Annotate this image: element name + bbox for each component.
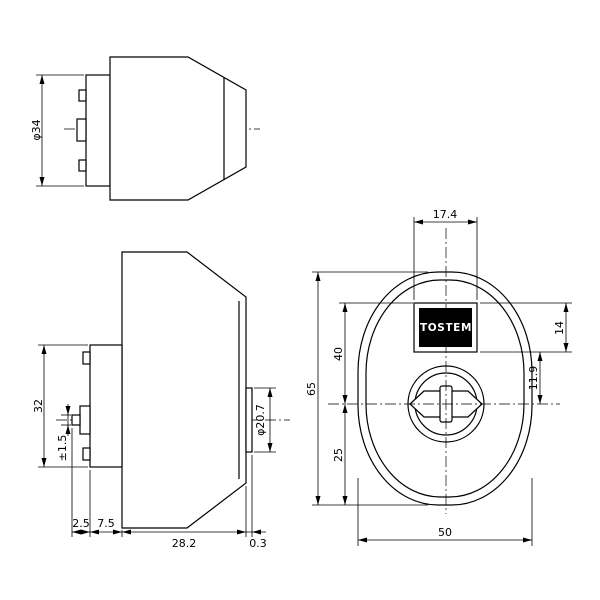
plate-tab [78, 159, 87, 172]
arrowhead [537, 395, 543, 404]
body-side-view: 32 ±1.5 2.5 7.5 28.2 0.3 φ20.7 [32, 251, 290, 550]
arrowhead [267, 388, 273, 397]
dim-label-play: ±1.5 [56, 435, 69, 462]
dim-label-stem-dia: φ20.7 [254, 404, 267, 436]
arrowhead [414, 219, 423, 225]
spindle-boss [76, 118, 87, 142]
arrowhead [72, 529, 81, 535]
spindle-tail [71, 414, 81, 426]
arrowhead [563, 303, 569, 312]
dim-label-height: 65 [305, 382, 318, 396]
arrowhead [358, 537, 367, 543]
dim-label-badge-width: 17.4 [433, 208, 458, 221]
dim-label-top-to-center: 40 [332, 347, 345, 361]
brand-badge-plate [419, 308, 472, 347]
arrowhead [523, 537, 532, 543]
plate-tab [82, 351, 91, 365]
dim-label-tip-gap: 0.3 [249, 537, 267, 550]
knob-outline [109, 56, 247, 201]
dim-label-knob-dia: φ34 [30, 119, 43, 140]
dim-label-badge-height: 14 [553, 321, 566, 335]
dim-label-center-to-bottom: 25 [332, 448, 345, 462]
cylinder-stem [245, 387, 253, 453]
dim-label-back-depth: 2.5 [72, 517, 90, 530]
arrowhead [315, 496, 321, 505]
arrowhead [342, 404, 348, 413]
arrowhead [237, 529, 246, 535]
arrowhead [90, 529, 99, 535]
spindle-boss [79, 405, 91, 435]
escutcheon-dome-outline [121, 251, 247, 529]
arrowhead [39, 75, 45, 84]
arrowhead [342, 395, 348, 404]
arrowhead [65, 406, 71, 415]
plate-tab [82, 447, 91, 461]
arrowhead [563, 343, 569, 352]
arrowhead [41, 345, 47, 354]
arrowhead [113, 529, 122, 535]
arrowhead [252, 529, 261, 535]
dim-label-width: 50 [438, 526, 452, 539]
mount-plate [89, 344, 123, 468]
arrowhead [81, 529, 90, 535]
arrowhead [537, 352, 543, 361]
knob-base-plate [85, 74, 111, 187]
arrowhead [122, 529, 131, 535]
front-view: TOSTEM 17.4 65 40 25 [305, 208, 572, 546]
dim-label-plate-height: 32 [32, 399, 45, 413]
plate-tab [78, 89, 87, 102]
arrowhead [39, 177, 45, 186]
dim-label-body-depth: 28.2 [172, 537, 197, 550]
knob-side-view: φ34 [30, 56, 260, 201]
dim-label-plate-thickness: 7.5 [97, 517, 115, 530]
arrowhead [65, 425, 71, 434]
arrowhead [342, 496, 348, 505]
arrowhead [267, 443, 273, 452]
arrowhead [315, 272, 321, 281]
arrowhead [41, 458, 47, 467]
arrowhead [468, 219, 477, 225]
arrowhead [342, 303, 348, 312]
escutcheon-inner-outline [365, 279, 525, 498]
dim-label-badge-to-center: 11.9 [527, 366, 540, 391]
